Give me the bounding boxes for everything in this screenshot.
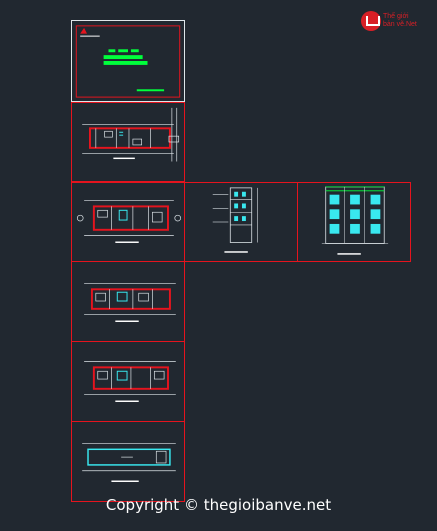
section-drawing xyxy=(212,187,258,253)
sheet-roof-plan[interactable] xyxy=(71,421,185,502)
sheet-third-floor-plan[interactable] xyxy=(71,341,185,422)
roof-plan-drawing xyxy=(82,443,176,482)
facade-drawing xyxy=(321,186,389,255)
sheet-second-floor-plan[interactable] xyxy=(71,261,185,342)
sheet-cover[interactable] xyxy=(71,20,185,102)
sheet-facade[interactable] xyxy=(297,182,411,262)
sheet-first-floor-plan[interactable] xyxy=(71,182,185,262)
site-logo[interactable]: Thế giới bản vẽ.Net xyxy=(361,11,431,33)
plan-drawing-4 xyxy=(84,361,176,402)
cover-drawing xyxy=(75,25,181,98)
sheet-ground-floor-plan[interactable] xyxy=(71,102,185,182)
copyright-watermark: Copyright © thegioibanve.net xyxy=(105,496,332,514)
logo-line-1: Thế giới xyxy=(383,13,409,20)
plan-drawing-3 xyxy=(84,283,176,322)
plan-drawing-2 xyxy=(76,200,181,243)
sheet-section[interactable] xyxy=(184,182,298,262)
logo-line-2: bản vẽ.Net xyxy=(383,21,417,28)
house-logo-icon xyxy=(361,11,381,31)
plan-drawing-1 xyxy=(82,107,180,162)
